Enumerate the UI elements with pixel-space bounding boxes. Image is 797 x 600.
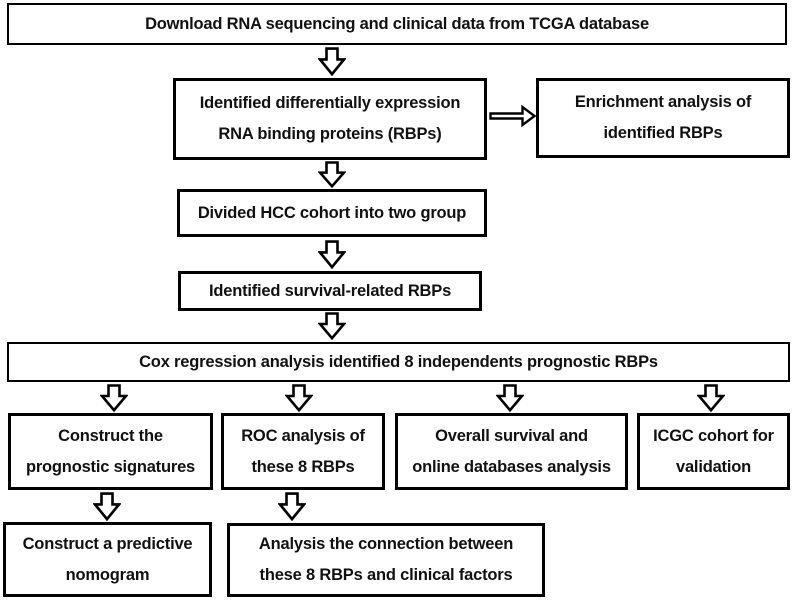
- down-arrow-icon: [318, 161, 346, 188]
- node-text: these 8 RBPs and clinical factors: [259, 566, 513, 584]
- node-text: Cox regression analysis identified 8 ind…: [139, 352, 658, 371]
- node-text: validation: [675, 457, 751, 476]
- down-arrow-icon: [318, 240, 346, 269]
- node-text: Construct the: [58, 426, 163, 445]
- node-text: Enrichment analysis of: [574, 93, 752, 112]
- node-text: Construct a predictive: [22, 534, 193, 553]
- down-arrow-icon: [93, 492, 121, 521]
- down-arrow-icon: [318, 312, 346, 340]
- node-prognostic-signatures: Construct the prognostic signatures: [8, 413, 213, 490]
- node-text: ROC analysis of: [241, 426, 365, 445]
- node-text: Identified survival-related RBPs: [208, 281, 452, 300]
- down-arrow-icon: [697, 384, 725, 412]
- node-download-tcga-data: Download RNA sequencing and clinical dat…: [7, 3, 787, 45]
- node-identified-differential-rbps: Identified differentially expression RNA…: [173, 78, 487, 160]
- arrow-cox-to-overall: [496, 384, 524, 412]
- down-arrow-icon: [278, 492, 306, 521]
- right-arrow-icon: [489, 104, 537, 128]
- arrow-divided-to-survival: [318, 240, 346, 269]
- node-text: online databases analysis: [412, 457, 611, 476]
- arrow-roc-to-connection: [278, 492, 306, 521]
- node-text: these 8 RBPs: [251, 457, 355, 476]
- down-arrow-icon: [285, 384, 313, 412]
- node-text: Identified differentially expression: [199, 94, 461, 113]
- arrow-cox-to-roc: [285, 384, 313, 412]
- arrow-identified-to-enrichment: [489, 104, 537, 128]
- node-text: ICGC cohort for: [653, 426, 774, 445]
- node-text: nomogram: [65, 565, 150, 584]
- node-text: identified RBPs: [603, 124, 723, 142]
- node-icgc-validation: ICGC cohort for validation: [637, 413, 790, 490]
- down-arrow-icon: [100, 384, 128, 412]
- node-cox-regression: Cox regression analysis identified 8 ind…: [7, 342, 790, 382]
- node-text: RNA binding proteins (RBPs): [218, 125, 442, 143]
- node-rbps-clinical-connection: Analysis the connection between these 8 …: [227, 523, 545, 597]
- node-enrichment-analysis: Enrichment analysis of identified RBPs: [536, 78, 790, 158]
- node-divided-hcc-cohort: Divided HCC cohort into two group: [177, 189, 487, 237]
- node-text: Download RNA sequencing and clinical dat…: [145, 14, 649, 33]
- node-text: Divided HCC cohort into two group: [197, 203, 467, 222]
- arrow-cox-to-icgc: [697, 384, 725, 412]
- arrow-survival-to-cox: [318, 312, 346, 340]
- arrow-signatures-to-nomogram: [93, 492, 121, 521]
- node-overall-survival-analysis: Overall survival and online databases an…: [395, 413, 628, 490]
- node-text: prognostic signatures: [25, 457, 196, 476]
- node-roc-analysis: ROC analysis of these 8 RBPs: [221, 413, 385, 490]
- node-survival-related-rbps: Identified survival-related RBPs: [178, 271, 482, 311]
- node-text: Overall survival and: [435, 426, 588, 445]
- down-arrow-icon: [318, 47, 346, 76]
- arrow-cox-to-signatures: [100, 384, 128, 412]
- arrow-identified-to-divided: [318, 161, 346, 188]
- arrow-download-to-identified: [318, 47, 346, 76]
- node-text: Analysis the connection between: [258, 535, 514, 554]
- down-arrow-icon: [496, 384, 524, 412]
- node-predictive-nomogram: Construct a predictive nomogram: [3, 522, 212, 597]
